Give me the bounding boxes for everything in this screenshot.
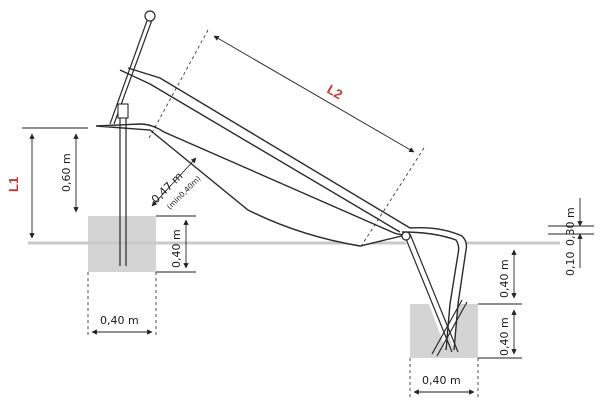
pivot-bolt-icon xyxy=(401,231,411,241)
label-l2: L2 xyxy=(325,82,346,103)
left-post xyxy=(117,103,129,266)
right-support xyxy=(401,231,468,357)
label-right-040-upper: 0,40 m xyxy=(498,259,511,298)
top-handle xyxy=(109,10,156,125)
label-right-width-040: 0,40 m xyxy=(422,374,461,387)
label-left-depth-040: 0,40 m xyxy=(170,229,183,268)
label-height-060: 0,60 m xyxy=(60,153,73,192)
label-right-040-lower: 0,40 m xyxy=(498,317,511,356)
handle-knob-icon xyxy=(144,10,156,22)
label-left-width-040: 0,40 m xyxy=(100,314,139,327)
label-l1: L1 xyxy=(6,177,21,192)
label-right-010: 0,10 xyxy=(564,252,577,277)
label-right-030: 0,30 m xyxy=(564,207,577,246)
